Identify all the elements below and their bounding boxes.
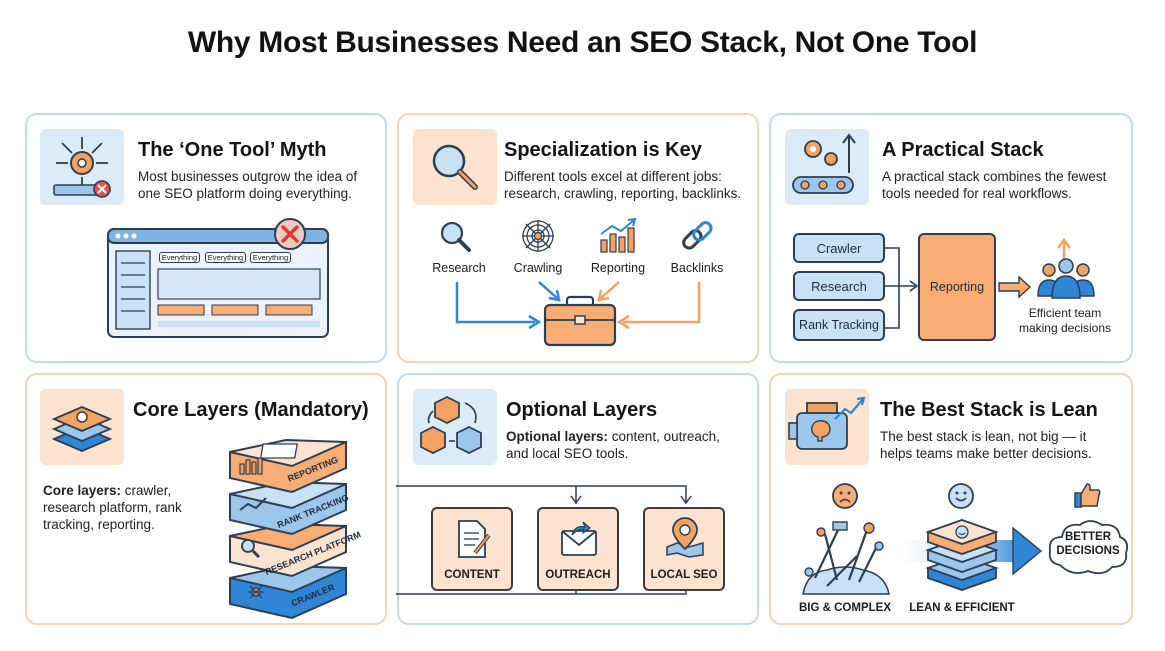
- page-title: Why Most Businesses Need an SEO Stack, N…: [187, 26, 978, 59]
- engine-lightbulb-icon: [785, 389, 869, 465]
- panel-description: A practical stack combines the fewest to…: [882, 169, 1107, 201]
- tab-everything-3: Everything: [250, 252, 291, 263]
- panel-core-layers: [25, 373, 387, 625]
- tool-label-backlinks: Backlinks: [670, 261, 724, 275]
- spider-web-icon: [522, 220, 554, 252]
- description-rest: content, outreach, and local SEO tools.: [506, 429, 720, 461]
- description-lead: Core layers:: [43, 483, 122, 498]
- stack-hub-reporting: Reporting: [918, 233, 996, 341]
- lean-stack-icon: [925, 519, 999, 591]
- chain-link-icon: [682, 221, 713, 250]
- card-label: CONTENT: [444, 569, 500, 581]
- stack-input-rank-tracking: Rank Tracking: [793, 309, 885, 341]
- description-lead: Optional layers:: [506, 429, 609, 444]
- description-rest: crawler, research platform, rank trackin…: [43, 483, 182, 532]
- tab-everything-1: Everything: [159, 252, 200, 263]
- gears-conveyor-icon: [785, 129, 869, 205]
- optional-card-local-seo: LOCAL SEO: [643, 507, 725, 591]
- all-in-one-window-illustration: [107, 228, 329, 338]
- panel-title: A Practical Stack: [882, 139, 1044, 161]
- optional-card-outreach: OUTREACH: [537, 507, 619, 591]
- card-label: OUTREACH: [545, 569, 611, 581]
- panel-description: Core layers: crawler, research platform,…: [43, 482, 208, 533]
- tool-label-research: Research: [432, 261, 486, 275]
- cloud-bubble: [1048, 520, 1129, 575]
- card-label: LOCAL SEO: [650, 569, 718, 581]
- layers-stack-icon: [40, 389, 124, 465]
- panel-title: Core Layers (Mandatory): [133, 399, 369, 421]
- panel-description: Optional layers: content, outreach, and …: [506, 428, 742, 462]
- tab-everything-2: Everything: [205, 252, 246, 263]
- map-pin-icon: [666, 517, 704, 558]
- panel-one-tool-myth: [25, 113, 387, 363]
- panel-title: The ‘One Tool’ Myth: [138, 139, 327, 161]
- envelope-share-icon: [561, 521, 597, 556]
- panel-description: Different tools excel at different jobs:…: [504, 169, 742, 201]
- panel-practical-stack: [769, 113, 1133, 363]
- team-icon: [1037, 237, 1095, 299]
- error-x-icon: [274, 218, 306, 250]
- panel-specialization: [397, 113, 759, 363]
- panel-lean-stack: [769, 373, 1133, 625]
- stack-input-research: Research: [793, 271, 885, 301]
- document-pen-icon: [458, 520, 491, 558]
- happy-face-icon: [948, 483, 974, 509]
- thumbs-up-icon: [1074, 483, 1101, 508]
- stack-connector-lines: [885, 247, 919, 329]
- tools-into-toolbox-arrows: [455, 281, 701, 330]
- gear-arrows-icon: [40, 129, 124, 205]
- core-layers-stack-illustration: REPORTING RANK TRACKING RESEARCH PLATFOR…: [229, 438, 362, 620]
- panel-title: The Best Stack is Lean: [880, 399, 1098, 421]
- cubes-cycle-icon: [413, 389, 497, 465]
- panel-optional-layers: [397, 373, 759, 625]
- hub-to-team-arrow: [998, 275, 1032, 299]
- panel-description: The best stack is lean, not big — it hel…: [880, 429, 1092, 461]
- label-big-complex: BIG & COMPLEX: [798, 602, 891, 614]
- toolbox-icon: [543, 295, 617, 347]
- panel-description: Most businesses outgrow the idea of one …: [138, 169, 358, 201]
- tool-pile-icon: [802, 521, 890, 595]
- stack-input-crawler: Crawler: [793, 233, 885, 263]
- label-lean-efficient: LEAN & EFFICIENT: [909, 602, 1015, 614]
- bar-chart-icon: [600, 217, 637, 253]
- magnifier-icon: [413, 129, 497, 205]
- sad-face-icon: [832, 483, 858, 509]
- tool-label-reporting: Reporting: [590, 261, 646, 275]
- bubble-better-decisions: BETTER DECISIONS: [1056, 531, 1120, 557]
- tool-label-crawling: Crawling: [513, 261, 563, 275]
- outcome-label: Efficient team making decisions: [1018, 306, 1112, 335]
- panel-title: Specialization is Key: [504, 139, 702, 161]
- panel-title: Optional Layers: [506, 399, 658, 421]
- research-tool-icon: [440, 221, 471, 252]
- optional-card-content: CONTENT: [431, 507, 513, 591]
